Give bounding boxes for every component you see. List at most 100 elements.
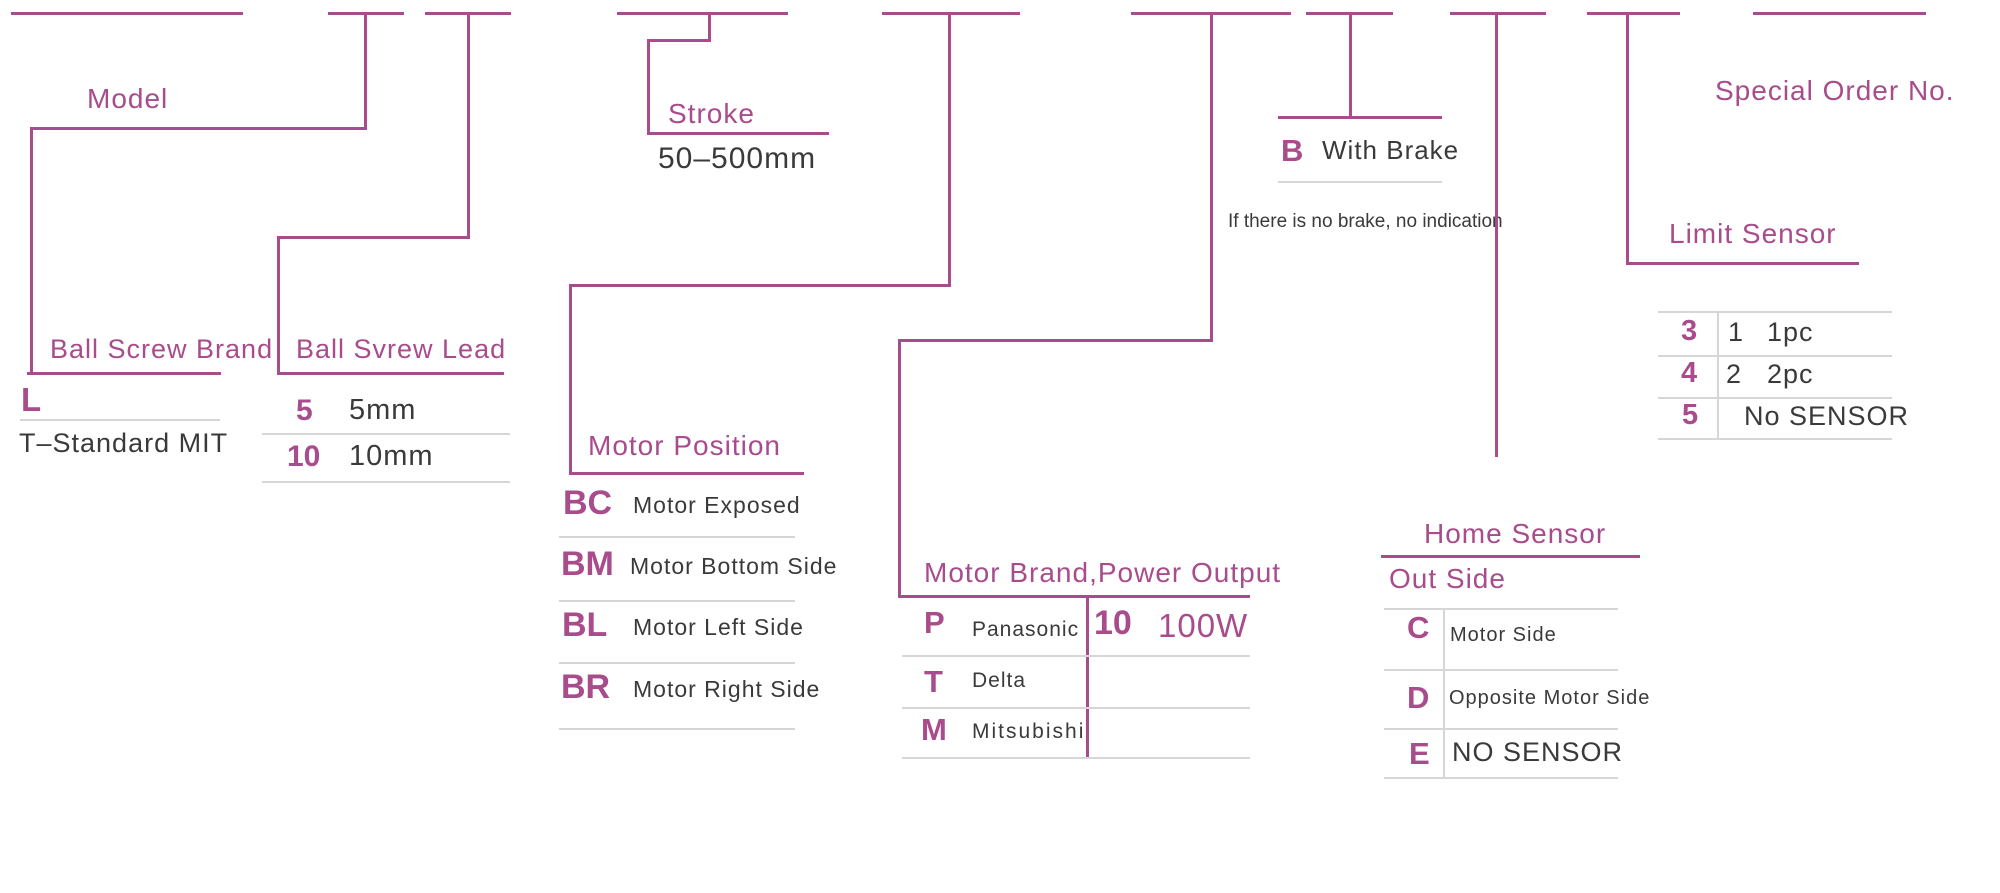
connector-line	[467, 12, 470, 239]
connector-line	[898, 339, 901, 598]
connector-line	[277, 236, 470, 239]
underline	[277, 372, 504, 375]
connector-line	[30, 127, 367, 130]
stroke-range: 50–500mm	[658, 142, 817, 175]
stroke-label: Stroke	[668, 98, 755, 129]
motor-position-code: BM	[561, 545, 614, 583]
underline	[1626, 262, 1859, 265]
underline	[27, 372, 221, 375]
motor-brand-desc: Panasonic	[972, 618, 1080, 641]
divider-line	[262, 481, 510, 483]
home-sensor-desc: Motor Side	[1450, 624, 1557, 646]
motor-position-code: BR	[561, 668, 611, 706]
motor-brand-code: M	[921, 712, 947, 747]
divider-line	[1658, 355, 1892, 357]
divider-line	[559, 662, 795, 664]
motor-position-desc: Motor Left Side	[633, 614, 804, 640]
table-divider	[1086, 595, 1089, 757]
home-sensor-code: E	[1409, 736, 1430, 771]
ball-screw-lead-code: 10	[287, 440, 321, 473]
code-blank-motor-position	[882, 12, 1020, 15]
motor-position-label: Motor Position	[588, 430, 781, 461]
limit-sensor-qty: 1	[1728, 317, 1745, 347]
connector-line	[30, 127, 33, 375]
connector-line	[647, 39, 711, 42]
ball-screw-brand-code: L	[21, 381, 42, 418]
limit-sensor-code: 4	[1681, 357, 1698, 389]
divider-line	[902, 655, 1250, 657]
connector-line	[364, 12, 367, 130]
brake-desc: With Brake	[1322, 135, 1460, 165]
home-sensor-label: Home Sensor	[1424, 518, 1607, 549]
code-blank-home-sensor	[1450, 12, 1546, 15]
limit-sensor-desc: 2pc	[1767, 359, 1814, 389]
brake-code: B	[1281, 133, 1304, 168]
power-output-desc: 100W	[1158, 607, 1249, 644]
table-divider	[1717, 311, 1719, 438]
connector-line	[1495, 12, 1498, 457]
motor-brand-power-label: Motor Brand,Power Output	[924, 557, 1282, 588]
special-order-label: Special Order No.	[1715, 75, 1955, 106]
ball-screw-lead-label: Ball Svrew Lead	[296, 334, 507, 364]
code-blank-model	[11, 12, 243, 15]
limit-sensor-label: Limit Sensor	[1669, 218, 1837, 249]
code-blank-limit-sensor	[1587, 12, 1680, 15]
limit-sensor-desc: No SENSOR	[1744, 401, 1910, 431]
home-sensor-desc: Opposite Motor Side	[1449, 687, 1651, 709]
ball-screw-lead-desc: 5mm	[349, 394, 417, 426]
motor-position-desc: Motor Exposed	[633, 492, 801, 518]
connector-line	[1210, 12, 1213, 342]
brake-note: If there is no brake, no indication	[1228, 211, 1503, 232]
motor-position-code: BC	[563, 484, 613, 522]
divider-line	[1658, 397, 1892, 399]
power-output-code: 10	[1094, 604, 1132, 642]
motor-position-desc: Motor Bottom Side	[630, 553, 838, 579]
limit-sensor-qty: 2	[1726, 359, 1743, 389]
table-border	[1384, 608, 1618, 610]
model-label: Model	[87, 83, 169, 114]
divider-line	[902, 707, 1250, 709]
limit-sensor-code: 3	[1681, 315, 1698, 347]
connector-line	[898, 339, 1213, 342]
ball-screw-brand-label: Ball Screw Brand	[50, 334, 274, 364]
connector-line	[708, 12, 711, 42]
limit-sensor-code: 5	[1682, 399, 1699, 431]
table-divider	[1443, 608, 1445, 777]
motor-brand-code: T	[924, 664, 943, 699]
motor-brand-desc: Delta	[972, 669, 1027, 692]
home-sensor-desc: NO SENSOR	[1452, 737, 1624, 767]
divider-line	[20, 419, 220, 421]
motor-position-code: BL	[562, 606, 608, 644]
underline	[1381, 555, 1640, 558]
underline	[898, 595, 1250, 598]
divider-line	[559, 536, 795, 538]
divider-line	[1384, 669, 1618, 671]
underline	[647, 132, 829, 135]
table-border	[1658, 311, 1892, 313]
divider-line	[902, 757, 1250, 759]
divider-line	[559, 600, 795, 602]
table-border	[1658, 438, 1892, 440]
connector-line	[1349, 12, 1352, 119]
limit-sensor-desc: 1pc	[1767, 317, 1814, 347]
divider-line	[1384, 728, 1618, 730]
table-border	[1384, 777, 1618, 779]
home-sensor-sublabel: Out Side	[1389, 563, 1506, 594]
divider-line	[559, 728, 795, 730]
connector-line	[647, 39, 650, 135]
ball-screw-lead-desc: 10mm	[349, 440, 434, 472]
ball-screw-lead-code: 5	[296, 394, 313, 427]
motor-position-desc: Motor Right Side	[633, 676, 821, 702]
home-sensor-code: C	[1407, 610, 1430, 645]
home-sensor-code: D	[1407, 680, 1430, 715]
divider-line	[1278, 181, 1442, 183]
connector-line	[569, 284, 951, 287]
divider-line	[262, 433, 510, 435]
connector-line	[277, 236, 280, 375]
connector-line	[1626, 12, 1629, 265]
connector-line	[948, 12, 951, 287]
motor-brand-code: P	[924, 605, 945, 640]
motor-brand-desc: Mitsubishi	[972, 720, 1086, 743]
ball-screw-brand-desc: T–Standard MIT	[19, 428, 229, 458]
